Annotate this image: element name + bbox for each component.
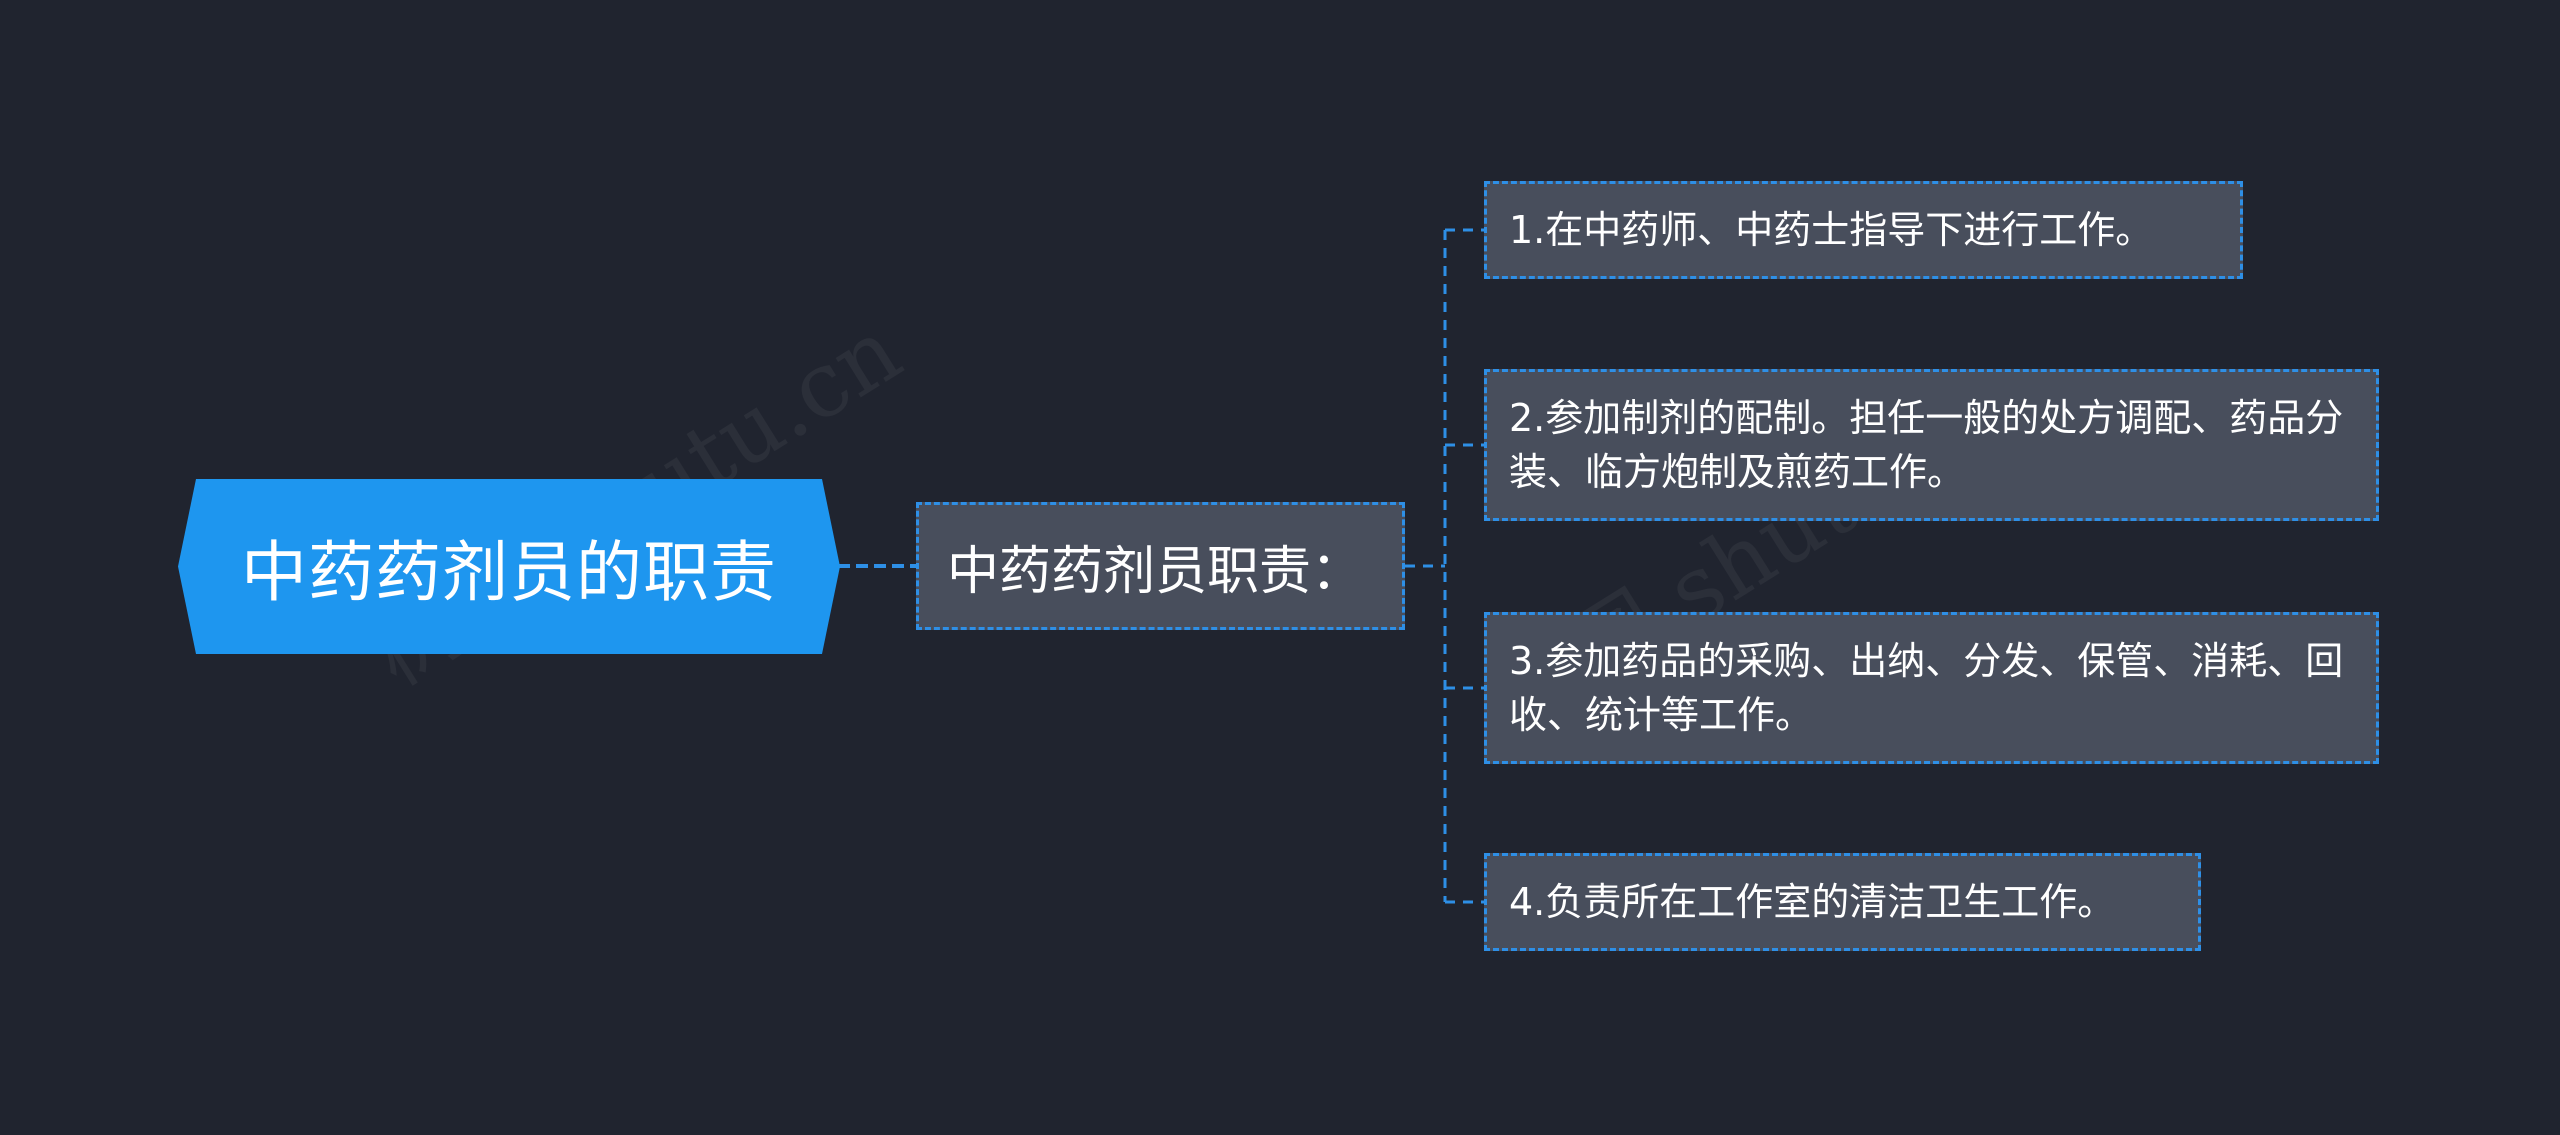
branch-node[interactable]: 中药药剂员职责：	[916, 502, 1405, 630]
leaf-node-3[interactable]: 3.参加药品的采购、出纳、分发、保管、消耗、回收、统计等工作。	[1484, 612, 2379, 764]
leaf-node-2-text: 2.参加制剂的配制。担任一般的处方调配、药品分装、临方炮制及煎药工作。	[1509, 396, 2344, 494]
leaf-node-4[interactable]: 4.负责所在工作室的清洁卫生工作。	[1484, 853, 2201, 951]
leaf-node-3-text: 3.参加药品的采购、出纳、分发、保管、消耗、回收、统计等工作。	[1509, 639, 2344, 737]
branch-node-label: 中药药剂员职责：	[947, 541, 1364, 602]
root-node[interactable]: 中药药剂员的职责	[178, 479, 840, 654]
root-node-shape	[178, 479, 840, 654]
leaf-node-2[interactable]: 2.参加制剂的配制。担任一般的处方调配、药品分装、临方炮制及煎药工作。	[1484, 369, 2379, 521]
leaf-node-4-text: 4.负责所在工作室的清洁卫生工作。	[1509, 880, 2116, 924]
root-node-label: 中药药剂员的职责	[241, 533, 777, 611]
leaf-node-1[interactable]: 1.在中药师、中药士指导下进行工作。	[1484, 181, 2243, 279]
leaf-node-1-text: 1.在中药师、中药士指导下进行工作。	[1509, 208, 2154, 252]
